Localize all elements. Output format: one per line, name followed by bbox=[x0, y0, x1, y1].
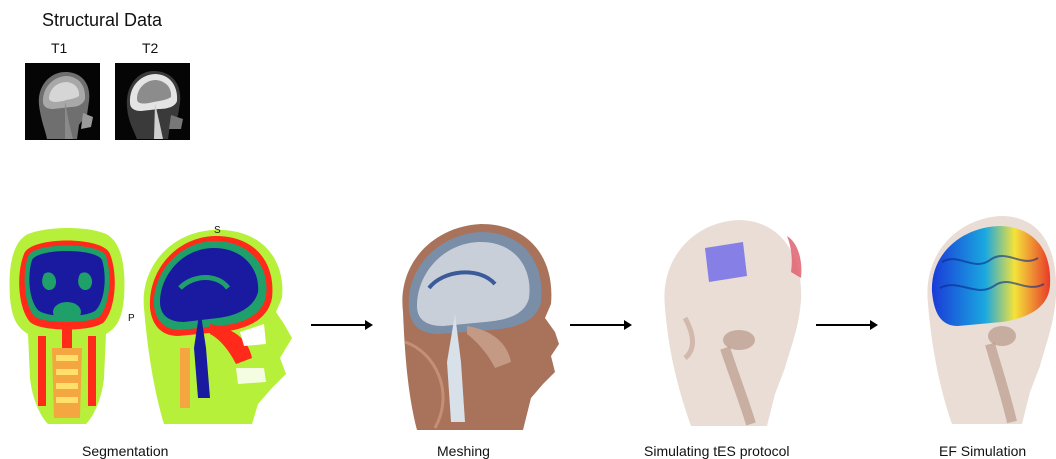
arrow-segmentation-to-meshing bbox=[311, 324, 371, 326]
t1-label: T1 bbox=[51, 40, 67, 56]
caption-tes-protocol: Simulating tES protocol bbox=[644, 443, 790, 459]
ef-simulation-image bbox=[918, 212, 1056, 426]
caption-ef-simulation: EF Simulation bbox=[939, 443, 1026, 459]
t1-mri-image bbox=[25, 63, 100, 140]
tes-protocol-image bbox=[655, 218, 805, 428]
segmentation-coronal-image bbox=[8, 228, 126, 426]
t2-mri-image bbox=[115, 63, 190, 140]
meshing-image bbox=[395, 222, 560, 432]
t2-label: T2 bbox=[142, 40, 158, 56]
caption-segmentation: Segmentation bbox=[82, 443, 168, 459]
segmentation-label-p: P bbox=[128, 313, 135, 324]
structural-data-title: Structural Data bbox=[42, 10, 162, 31]
segmentation-sagittal-image bbox=[140, 228, 300, 426]
arrow-meshing-to-tes bbox=[570, 324, 630, 326]
arrow-tes-to-ef bbox=[816, 324, 876, 326]
segmentation-label-s: S bbox=[214, 225, 221, 236]
caption-meshing: Meshing bbox=[437, 443, 490, 459]
